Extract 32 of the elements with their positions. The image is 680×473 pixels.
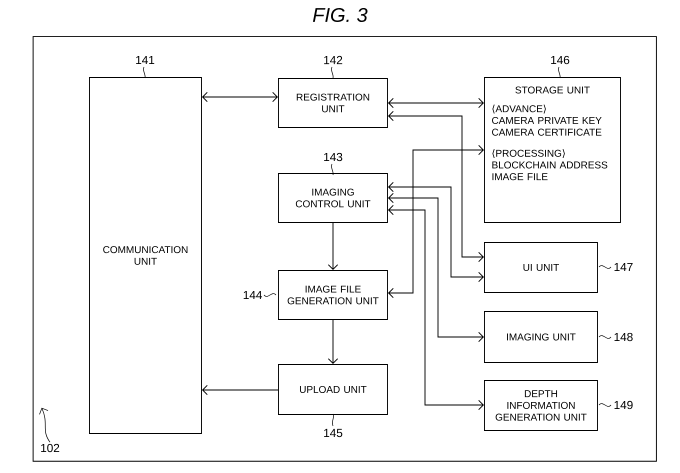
unit-box: IMAGING CONTROL UNIT: [278, 173, 388, 223]
arrow: [388, 192, 484, 342]
arrow: [388, 182, 484, 282]
reference-number: 144: [244, 290, 276, 300]
reference-number: 145: [324, 414, 342, 438]
arrow: [388, 204, 484, 410]
reference-number: 149: [598, 400, 633, 410]
unit-box: IMAGE FILE GENERATION UNIT: [278, 270, 388, 320]
reference-number: 148: [598, 332, 633, 342]
arrow: [328, 222, 338, 270]
figure-title: FIG. 3: [312, 8, 368, 22]
storage-box: STORAGE UNIT ⟨ADVANCE⟩ CAMERA PRIVATE KEY CAMERA CERTIFICATE ⟨PROCESSING⟩ BLOCKCHAIN ADDRESS IMAGE FILE: [484, 77, 621, 223]
reference-number: 142: [324, 56, 342, 78]
reference-number: 146: [551, 56, 570, 78]
reference-number: 147: [598, 262, 633, 272]
arrow: [202, 384, 278, 396]
arrow: [202, 92, 278, 102]
communication-unit-box: COMMUNICATION UNIT: [89, 77, 202, 434]
unit-box: IMAGING UNIT: [484, 311, 598, 363]
reference-number: 102: [41, 444, 60, 452]
arrow: [388, 110, 484, 262]
device-frame: [32, 36, 657, 462]
unit-box: DEPTH INFORMATION GENERATION UNIT: [484, 380, 598, 431]
arrow: [388, 98, 484, 108]
reference-number: 141: [136, 56, 154, 78]
arrow: [328, 319, 338, 364]
unit-box: REGISTRATION UNIT: [278, 78, 388, 128]
unit-box: UPLOAD UNIT: [278, 364, 388, 415]
leader-line: [39, 408, 50, 443]
arrow: [388, 144, 484, 298]
reference-number: 143: [324, 152, 342, 176]
unit-box: UI UNIT: [484, 242, 598, 293]
